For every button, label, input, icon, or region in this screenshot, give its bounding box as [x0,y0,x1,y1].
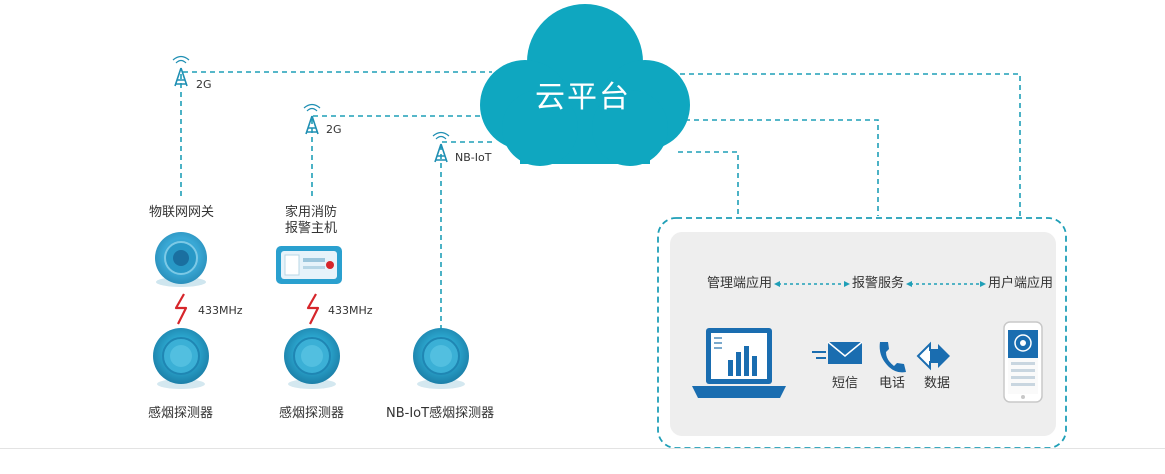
frequency-label: 433MHz [328,304,373,317]
connection-lines [180,71,1021,330]
alarm-service-label: 报警服务 [852,276,905,291]
network-label-2g: 2G [196,78,212,91]
cloud-platform-label: 云平台 [535,80,631,115]
host-label-line1: 家用消防 [285,205,338,220]
smoke-detector-icon [153,328,209,389]
host-label-line2: 报警主机 [285,221,338,236]
detector-label: 感烟探测器 [279,406,345,421]
envelope-icon [812,341,863,364]
frequency-label: 433MHz [198,304,243,317]
footer-divider [0,448,1165,449]
cloud-shape [480,4,690,166]
network-label-2g: 2G [326,123,342,136]
gateway-device-icon [155,232,207,287]
phone-icon [879,342,906,373]
app-panel-border [657,217,1067,449]
laptop-icon [692,328,786,398]
data-label: 数据 [924,376,951,391]
smoke-detector-icon [284,328,340,389]
app-panel-bg [670,232,1056,436]
antenna-icon [303,103,321,135]
alarm-host-icon [276,246,342,284]
service-arrows [774,281,986,287]
lightning-icon [174,293,320,325]
admin-app-label: 管理端应用 [707,276,773,291]
detector-label: 感烟探测器 [148,406,214,421]
sms-label: 短信 [832,376,859,391]
phone-label: 电话 [879,376,906,391]
line-cloud-panel-right [680,73,1021,218]
smoke-detector-icon [413,328,469,389]
smartphone-icon [1003,321,1043,403]
line-nb-cloud [440,141,492,330]
nb-detector-label: NB-IoT感烟探测器 [386,406,495,421]
gateway-label: 物联网网关 [149,205,215,220]
line-host-cloud [311,115,492,196]
line-cloud-panel-left [678,151,739,216]
antenna-icon [172,55,190,87]
data-exchange-icon [916,341,950,371]
user-app-label: 用户端应用 [988,276,1054,291]
antenna-icon [432,131,450,163]
line-cloud-panel-mid [685,119,879,216]
network-label-nbiot: NB-IoT [455,151,492,164]
